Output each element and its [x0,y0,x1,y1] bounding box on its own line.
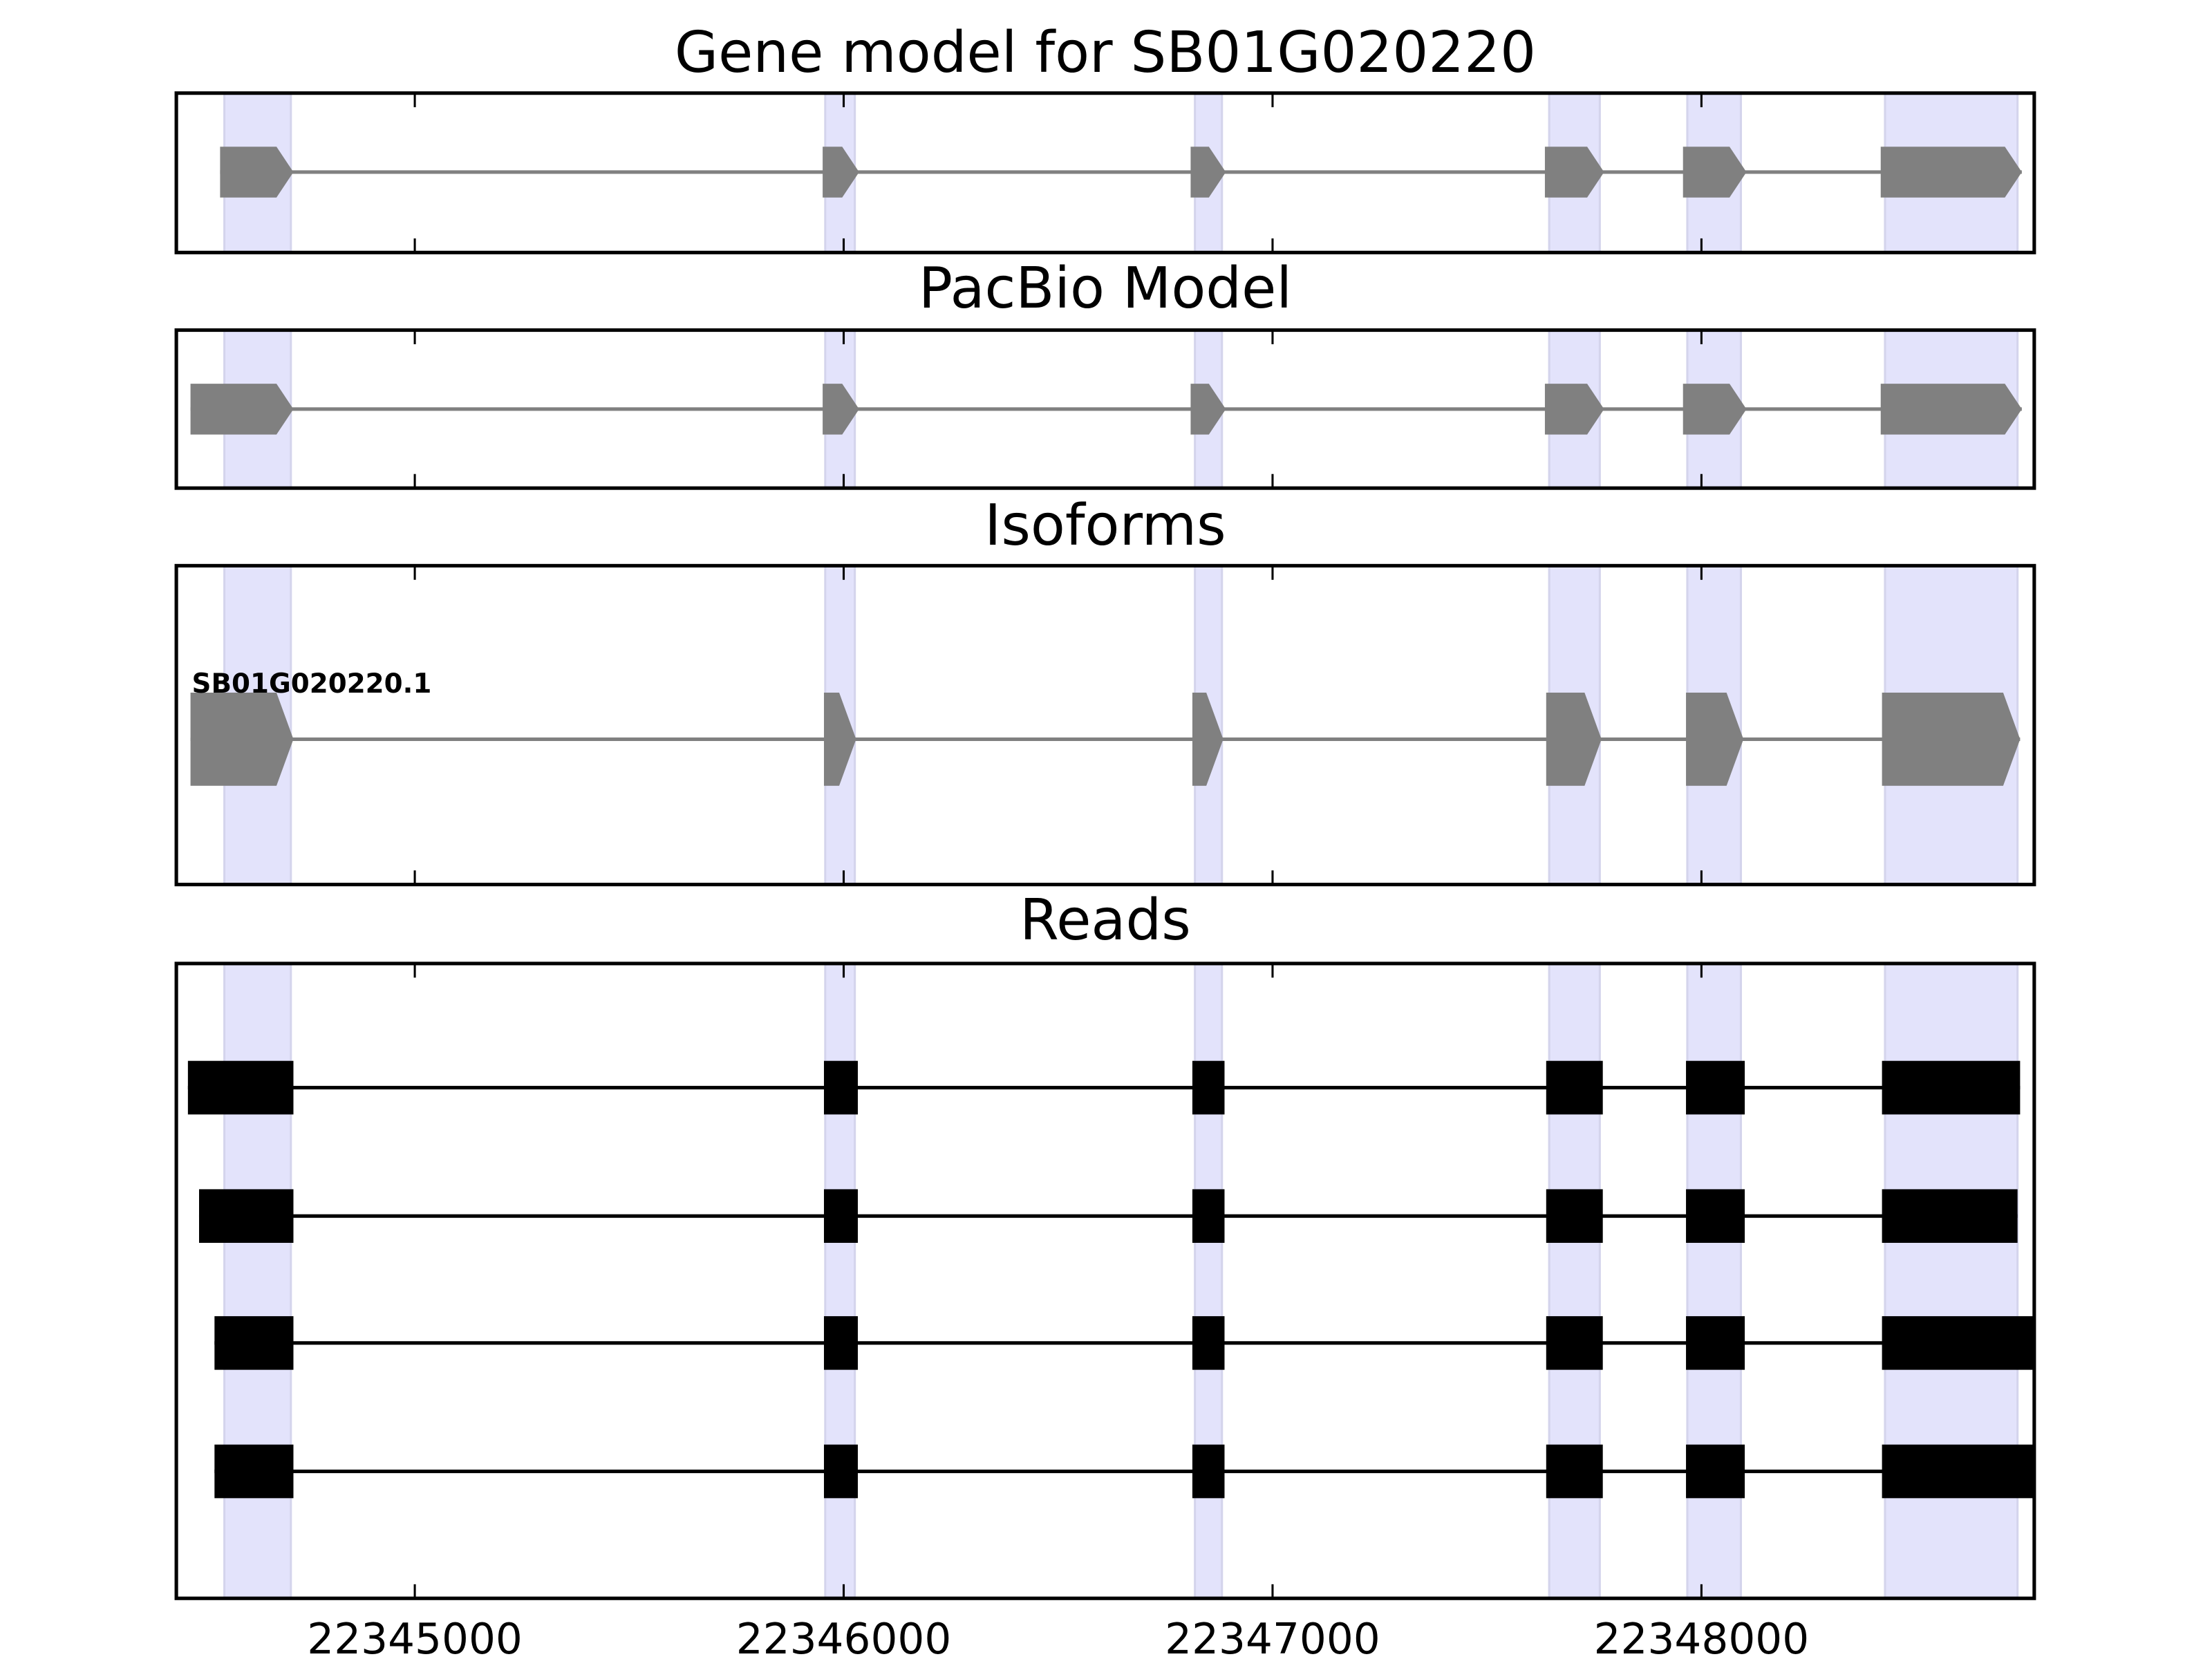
read-exon [1546,1189,1603,1243]
exon-arrow [1190,384,1226,435]
read-track [198,1189,2018,1243]
transcript-track [190,384,2022,435]
exon-highlight [223,962,292,1600]
read-exon [1546,1444,1603,1499]
read-track [187,1060,2021,1115]
read-exon [1882,1444,2034,1499]
exon-arrow [823,693,856,786]
exon-arrow [1880,147,2022,198]
read-exon [1882,1316,2034,1370]
exon-highlight [1884,962,2019,1600]
read-track [214,1316,2034,1370]
read-exon [198,1189,294,1243]
exon-arrow [1192,693,1224,786]
read-exon [1686,1189,1745,1243]
isoform-label: SB01G020220.1 [192,668,432,700]
read-track [214,1444,2034,1499]
panel-title: Gene model for SB01G020220 [675,20,1536,86]
exon-arrow [1880,384,2022,435]
transcript-track [220,147,2022,198]
panel-frame [174,962,2036,1600]
read-exon [1546,1316,1603,1370]
exon-arrow [1190,147,1226,198]
read-exon [187,1060,294,1115]
read-exon [1192,1316,1225,1370]
read-exon [1192,1189,1225,1243]
panel-frame [174,328,2036,490]
exon-arrow [1686,693,1744,786]
read-exon [1686,1060,1745,1115]
exon-arrow [1683,147,1747,198]
x-tick-label: 22346000 [736,1615,952,1659]
read-exon [1192,1444,1225,1499]
panel-title: PacBio Model [919,256,1292,321]
exon-highlight [1194,962,1224,1600]
exon-arrow [1683,384,1747,435]
panel-frame [174,563,2036,887]
exon-arrow [1882,693,2021,786]
x-tick-label: 22345000 [307,1615,523,1659]
exon-arrow [1546,693,1602,786]
exon-arrow [823,147,859,198]
exon-highlight [1548,962,1601,1600]
panel-model-0: Gene model for SB01G020220 [174,20,2036,254]
transcript-track: SB01G020220.1 [190,668,2021,786]
panel-reads-3: Reads [174,888,2036,1600]
panel-title: Reads [1020,888,1191,953]
exon-arrow [1544,147,1604,198]
read-exon [823,1316,858,1370]
exon-arrow [823,384,859,435]
read-exon [1882,1060,2021,1115]
read-exon [214,1444,294,1499]
exon-arrow [190,693,294,786]
read-exon [1686,1444,1745,1499]
read-exon [1686,1316,1745,1370]
read-exon [214,1316,294,1370]
read-exon [1192,1060,1225,1115]
x-tick-label: 22347000 [1165,1615,1380,1659]
read-exon [823,1444,858,1499]
panel-model-1: PacBio Model [174,256,2036,490]
read-exon [1882,1189,2018,1243]
exon-arrow [190,384,294,435]
read-exon [823,1189,858,1243]
read-exon [823,1060,858,1115]
exon-arrow [1544,384,1604,435]
exon-highlight [1686,962,1743,1600]
panel-frame [174,91,2036,254]
read-exon [1546,1060,1603,1115]
exon-highlight [824,962,856,1600]
x-tick-label: 22348000 [1594,1615,1810,1659]
panel-title: Isoforms [984,493,1226,559]
exon-arrow [220,147,294,198]
